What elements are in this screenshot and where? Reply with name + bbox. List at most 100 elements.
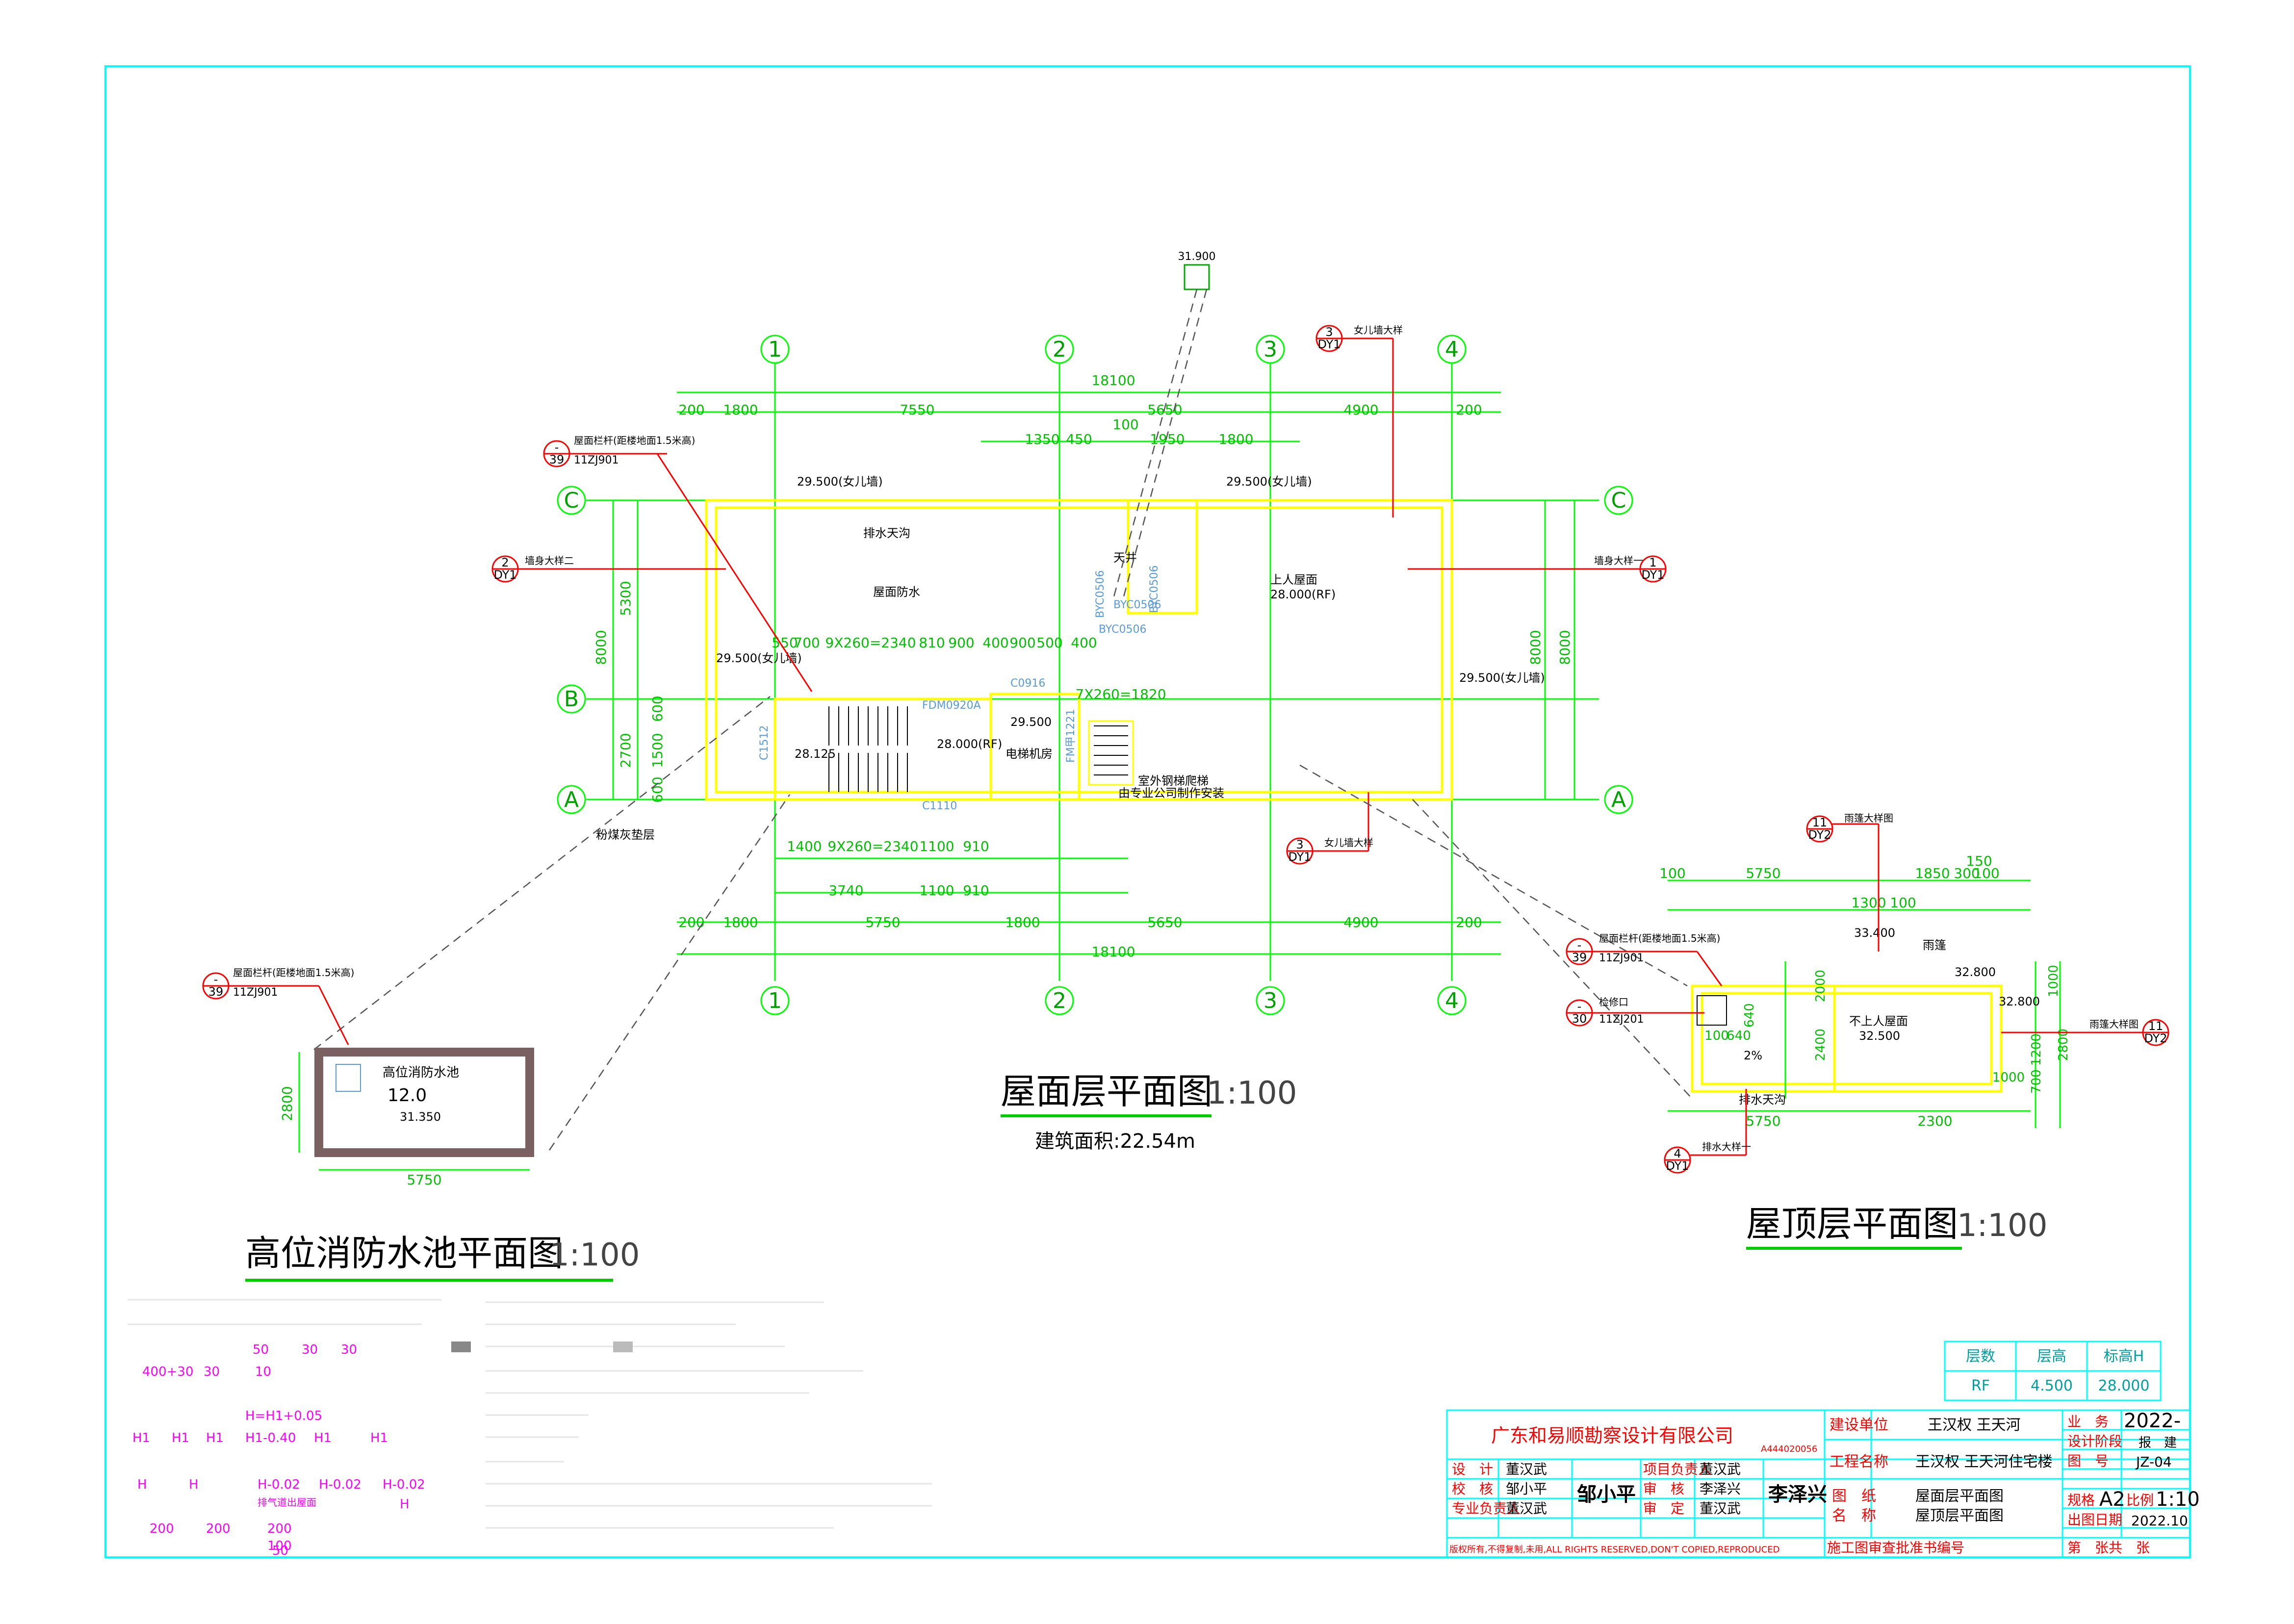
level-parapet: 29.500(女儿墙): [1226, 475, 1312, 489]
svg-text:4: 4: [1674, 1147, 1681, 1160]
dim: 200: [678, 402, 704, 418]
top-roof-plan-scale: 1:100: [1957, 1208, 2047, 1244]
label-door: FDM0920A: [922, 699, 981, 712]
hatch-legend: [451, 1341, 471, 1352]
role-label: 校 核: [1452, 1481, 1493, 1497]
callout-canopy-top: 11 DY2 雨篷大样图: [1806, 812, 1893, 952]
dim: 100: [1973, 865, 1999, 881]
dim: 1500: [649, 733, 666, 768]
svg-text:DY2: DY2: [1808, 828, 1831, 842]
svg-text:H1: H1: [132, 1431, 150, 1445]
dim: 7X260=1820: [1075, 686, 1166, 702]
dim: 2800: [2056, 1029, 2071, 1061]
review-label: 施工图审查批准书编号: [1827, 1540, 1964, 1556]
top-roof-outline: [1691, 984, 2003, 1093]
svg-text:女儿墙大样: 女儿墙大样: [1354, 324, 1403, 336]
cert-number: A444020056: [1761, 1444, 1817, 1454]
svg-text:200: 200: [267, 1521, 292, 1536]
svg-text:3: 3: [1325, 325, 1333, 339]
dim: 150: [1966, 853, 1992, 869]
svg-text:1: 1: [1649, 556, 1656, 569]
dim: 7550: [900, 402, 934, 418]
svg-text:-: -: [1577, 938, 1582, 952]
svg-text:C: C: [564, 488, 579, 513]
label-drain: 排水天沟: [863, 526, 910, 540]
callout-railing-tank: - 39 屋面栏杆(距楼地面1.5米高) 11ZJ901: [202, 967, 354, 1045]
svg-text:B: B: [564, 687, 579, 712]
dim: 1800: [723, 914, 758, 930]
label-vendor-install: 由专业公司制作安装: [1118, 786, 1224, 800]
callout-wall-detail-2: 2 DY1 墙身大样二: [491, 555, 726, 583]
label-slope: 2%: [1744, 1049, 1762, 1062]
meta-label: 业 务: [2067, 1414, 2109, 1430]
svg-text:400+30: 400+30: [142, 1365, 194, 1379]
axis-C-left: C: [557, 486, 586, 515]
dim: 450: [1066, 431, 1092, 447]
callout-railing-top-roof: - 39 屋面栏杆(距楼地面1.5米高) 11ZJ901: [1566, 932, 1723, 986]
roof-plan: 1 2 3 4 1 2 3 4 C B A C A 18100 200 1800…: [491, 251, 1667, 1153]
label-door: FM甲1221: [1065, 709, 1077, 763]
dim: 1100: [919, 882, 954, 899]
level-parapet: 29.500(女儿墙): [1459, 671, 1545, 685]
dim: 200: [1456, 914, 1482, 930]
top-roof-plan-title: 屋顶层平面图: [1746, 1203, 1958, 1244]
role-label: 设 计: [1452, 1461, 1493, 1477]
role-name: 董汉武: [1506, 1461, 1547, 1477]
dim: 9X260=2340: [825, 635, 916, 651]
dim: 900: [948, 635, 974, 651]
ventilation-notes: 50 30 30 400+30 30 10 H=H1+0.05 H1 H1 H1…: [132, 1342, 425, 1558]
meta-label: 设计阶段: [2067, 1433, 2122, 1449]
dim: 1850: [1915, 865, 1950, 881]
role-label: 审 核: [1643, 1481, 1684, 1497]
table-header: 层数: [1966, 1348, 1995, 1365]
stair-treads: [828, 706, 1128, 792]
dim: 2300: [1917, 1113, 1952, 1129]
svg-text:H1-0.40: H1-0.40: [245, 1431, 296, 1445]
project-label: 工程名称: [1830, 1453, 1888, 1470]
svg-text:H: H: [400, 1497, 410, 1512]
svg-text:雨篷大样图: 雨篷大样图: [1844, 812, 1893, 824]
tank-plan-title: 高位消防水池平面图: [245, 1233, 563, 1274]
drawing-label-2: 名 称: [1832, 1507, 1876, 1524]
svg-text:DY1: DY1: [1666, 1159, 1689, 1173]
dim-total-bottom: 18100: [1091, 944, 1135, 960]
dim: 5750: [1746, 865, 1780, 881]
faint-notes: [128, 1299, 932, 1529]
svg-text:10: 10: [255, 1365, 271, 1379]
top-roof-plan: 100 5750 1850 150 300 100 1300 100 5750 …: [1566, 812, 2169, 1250]
dim: 1200: [2029, 1033, 2044, 1066]
dim: 5750: [1746, 1113, 1780, 1129]
level-parapet: 29.500(女儿墙): [716, 651, 802, 665]
label-accessible-roof: 上人屋面: [1270, 573, 1317, 587]
svg-text:30: 30: [1572, 1012, 1587, 1026]
callout-railing-roof: - 39 屋面栏杆(距楼地面1.5米高) 11ZJ901: [543, 435, 813, 692]
svg-text:H-0.02: H-0.02: [383, 1477, 425, 1492]
svg-text:30: 30: [204, 1365, 220, 1379]
dim: 2000: [1813, 970, 1828, 1002]
svg-text:DY1: DY1: [1317, 337, 1340, 351]
svg-text:-: -: [1577, 1000, 1582, 1013]
dim: 700: [2029, 1069, 2044, 1094]
dim: 910: [963, 838, 989, 854]
dim: 400: [1071, 635, 1097, 651]
level-roof: 28.000(RF): [1270, 588, 1336, 601]
hatch-legend: [613, 1341, 633, 1352]
roof-plan-scale: 1:100: [1207, 1075, 1297, 1111]
svg-text:H-0.02: H-0.02: [258, 1477, 300, 1492]
axis-2-bottom: 2: [1045, 986, 1074, 1015]
role-name: 邹小平: [1506, 1481, 1547, 1497]
meta-value: 2022-: [2124, 1410, 2181, 1432]
role-name: 董汉武: [1700, 1461, 1741, 1477]
dim: 8000: [1557, 630, 1573, 665]
role-label: 项目负责人: [1643, 1461, 1712, 1477]
dim: 700: [794, 635, 820, 651]
svg-text:墙身大样二: 墙身大样二: [525, 555, 574, 567]
dim: 500: [1036, 635, 1062, 651]
axis-B-left: B: [557, 684, 586, 714]
svg-text:50: 50: [272, 1544, 288, 1558]
axis-2-top: 2: [1045, 335, 1074, 364]
level-parapet: 29.500(女儿墙): [797, 475, 883, 489]
dim: 8000: [593, 630, 609, 665]
svg-text:11ZJ901: 11ZJ901: [1599, 952, 1644, 964]
